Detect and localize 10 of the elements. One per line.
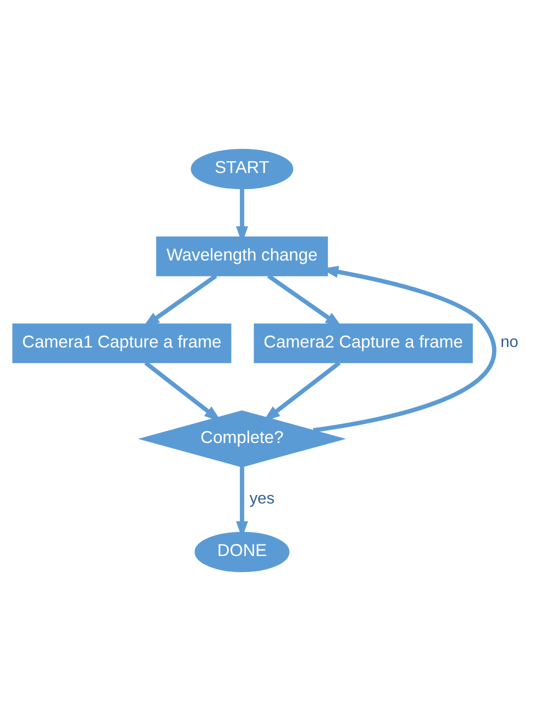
- arrow: [144, 360, 222, 422]
- edge-label: no: [500, 332, 518, 351]
- node-box: Wavelength change: [156, 236, 328, 276]
- node-box: Camera2 Capture a frame: [254, 322, 473, 363]
- edge-label: yes: [249, 488, 275, 507]
- node-box: Camera1 Capture a frame: [12, 322, 232, 363]
- arrow: [312, 265, 496, 432]
- node-diamond: Complete?: [138, 410, 346, 467]
- node-ellipse: START: [190, 148, 294, 189]
- node-ellipse: DONE: [194, 531, 290, 572]
